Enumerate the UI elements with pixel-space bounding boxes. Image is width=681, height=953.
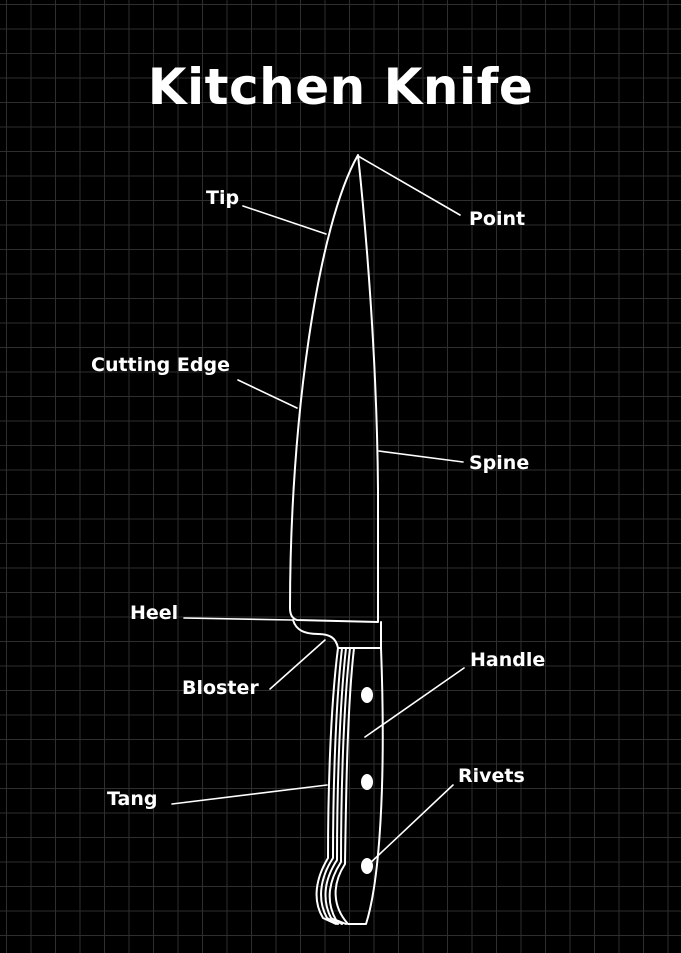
tang-layer [328,647,351,925]
leader-line-spine [378,450,464,463]
leader-line-cutting-edge [237,379,298,409]
blade-outline [289,154,379,623]
leader-line-rivets [366,784,454,867]
label-rivets: Rivets [458,765,525,787]
leader-line-heel [183,617,293,621]
leader-line-bloster [269,639,326,690]
leader-line-tang [171,784,328,805]
label-point: Point [469,208,526,230]
label-tang: Tang [107,788,158,810]
tang-layer [320,647,343,925]
label-bloster: Bloster [182,677,259,699]
label-cutting-edge: Cutting Edge [91,354,230,376]
label-tip: Tip [206,187,240,209]
tang-layer [324,647,347,925]
diagram-title: Kitchen Knife [147,58,534,116]
rivet [361,774,373,790]
leader-line-tip [242,205,327,235]
leader-line-point [357,155,461,216]
bolster-outline [292,619,382,649]
rivet [361,687,373,703]
label-heel: Heel [130,602,179,624]
tang-layer [315,647,339,925]
handle-outline [334,647,384,925]
label-handle: Handle [470,649,546,671]
leader-line-handle [364,667,465,738]
label-spine: Spine [469,452,530,474]
